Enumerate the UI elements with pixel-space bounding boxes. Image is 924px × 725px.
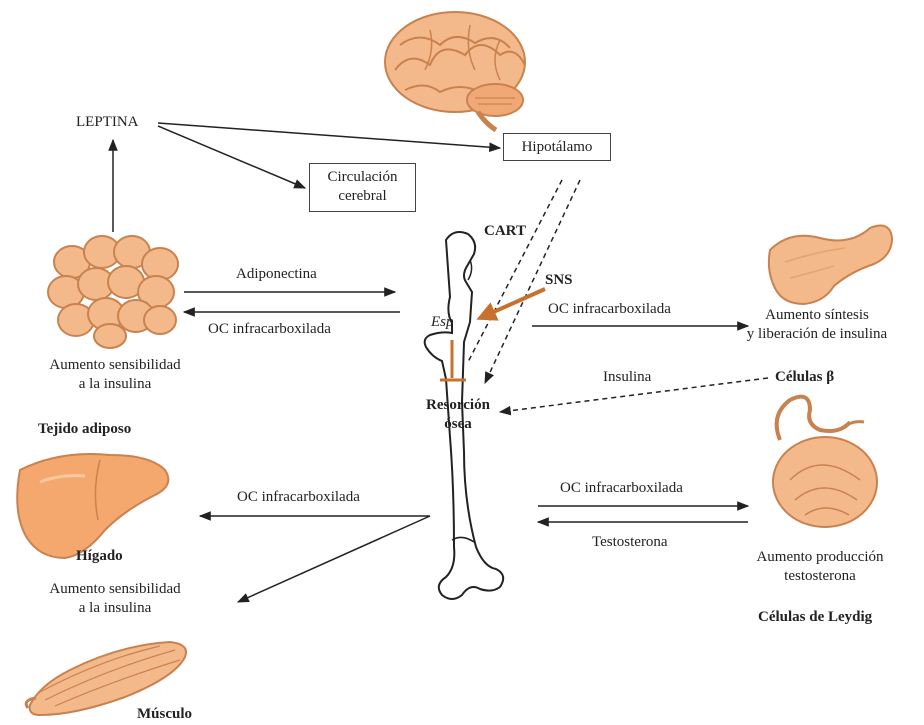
cart-label: CART [484, 222, 526, 241]
oc-testis-label: OC infracarboxilada [560, 479, 683, 498]
oc-liver-label: OC infracarboxilada [237, 488, 360, 507]
testis-effect-line2: testosterona [720, 567, 920, 586]
tejido-adiposo-label: Tejido adiposo [38, 420, 131, 439]
muscle-effect-line2: a la insulina [20, 599, 210, 618]
pancreas-effect-label: Aumento síntesis y liberación de insulin… [712, 306, 922, 344]
liver-icon [17, 454, 168, 558]
circulacion-cerebral-box: Circulación cerebral [309, 163, 416, 212]
pancreas-effect-line1: Aumento síntesis [712, 306, 922, 325]
arrow-leptina-to-circulacion [158, 126, 305, 188]
pancreas-effect-line2: y liberación de insulina [712, 325, 922, 344]
brain-icon [385, 12, 525, 130]
adipose-tissue-icon [48, 236, 178, 348]
insulina-label: Insulina [603, 368, 651, 387]
adipose-effect-line1: Aumento sensibilidad [20, 356, 210, 375]
resorcion-label: Resorción ósea [408, 396, 508, 434]
oc-adipose-label: OC infracarboxilada [208, 320, 331, 339]
testosterona-label: Testosterona [592, 533, 668, 552]
hipotalamo-label: Hipotálamo [522, 139, 593, 155]
muscle-effect-line1: Aumento sensibilidad [20, 580, 210, 599]
leydig-label: Células de Leydig [758, 608, 872, 627]
resorcion-line2: ósea [408, 415, 508, 434]
hipotalamo-box: Hipotálamo [503, 133, 611, 161]
esp-label: Esp [431, 313, 454, 332]
testis-effect-line1: Aumento producción [720, 548, 920, 567]
connector-arrows [113, 123, 768, 602]
arrow-oc-to-muscle [238, 516, 430, 602]
higado-label: Hígado [76, 547, 123, 566]
musculo-label: Músculo [137, 705, 192, 724]
celulas-beta-label: Células β [775, 368, 834, 387]
leptina-label: LEPTINA [76, 113, 139, 132]
sns-label: SNS [545, 271, 573, 290]
arrow-leptina-to-hipotalamo [158, 123, 500, 148]
circulacion-label-line1: Circulación [310, 168, 415, 187]
muscle-effect-label: Aumento sensibilidad a la insulina [20, 580, 210, 618]
testis-effect-label: Aumento producción testosterona [720, 548, 920, 586]
testis-icon [773, 397, 877, 527]
adiponectina-label: Adiponectina [236, 265, 317, 284]
pancreas-icon [769, 226, 892, 304]
sns-arrow [480, 289, 545, 318]
adipose-effect-line2: a la insulina [20, 375, 210, 394]
circulacion-label-line2: cerebral [310, 187, 415, 206]
oc-pancreas-label: OC infracarboxilada [548, 300, 671, 319]
adipose-effect-label: Aumento sensibilidad a la insulina [20, 356, 210, 394]
resorcion-line1: Resorción [408, 396, 508, 415]
